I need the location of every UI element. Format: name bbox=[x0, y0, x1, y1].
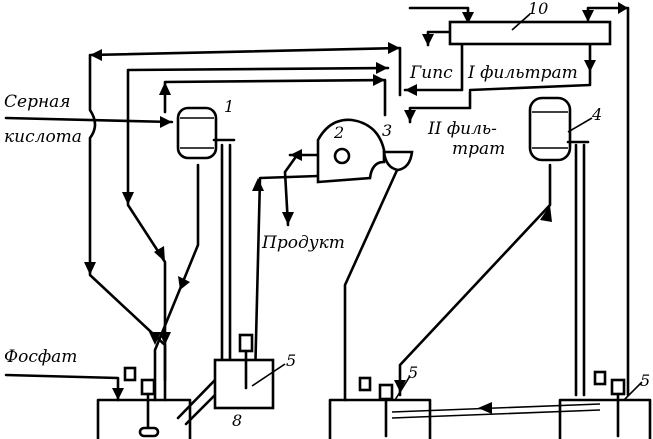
tank-middle bbox=[328, 398, 432, 439]
valve-middle bbox=[358, 376, 372, 392]
arrow-right-return bbox=[582, 10, 594, 22]
tank-8-body bbox=[213, 358, 275, 410]
centrifuge-2 bbox=[316, 118, 386, 184]
filtrate-2-label-2: трат bbox=[452, 139, 505, 159]
arrow-product bbox=[282, 212, 294, 225]
arrow-filter-feed bbox=[462, 12, 474, 24]
product-label: Продукт bbox=[261, 233, 345, 253]
reactor-4-body bbox=[528, 96, 572, 162]
reactor-4-side-pipe bbox=[574, 143, 586, 397]
number-10: 10 bbox=[528, 0, 548, 18]
arrow-inner-right bbox=[376, 62, 388, 74]
tank-right bbox=[558, 398, 652, 439]
arrow-outer-down bbox=[84, 262, 96, 275]
filter-10 bbox=[448, 20, 612, 46]
tank-left bbox=[96, 398, 192, 439]
reactor-1-outlet-line bbox=[153, 163, 200, 402]
leader-lines bbox=[251, 13, 643, 401]
text-labels: Серная кислота Фосфат Гипс I фильтрат II… bbox=[4, 63, 578, 367]
reactor-1-side-pipe bbox=[220, 143, 232, 367]
arrow-right-tank bbox=[394, 380, 406, 392]
filtrate-2-label-1: II филь- bbox=[427, 119, 497, 139]
arrow-reactor-1-top bbox=[159, 82, 171, 95]
inner-loop-line bbox=[126, 66, 390, 382]
arrow-filter-drop bbox=[422, 34, 434, 46]
belt-filter bbox=[448, 20, 612, 46]
bottom-transfer-pipe bbox=[391, 403, 601, 419]
arrow-outer-right bbox=[388, 42, 400, 54]
product-line bbox=[283, 156, 297, 227]
arrow-centrifuge-up bbox=[252, 178, 264, 191]
arrow-inner-diag bbox=[154, 246, 165, 262]
arrow-return-top bbox=[618, 2, 628, 14]
pump-right-head bbox=[610, 378, 626, 396]
arrow-branch-right bbox=[159, 332, 171, 345]
number-5-a: 5 bbox=[286, 351, 296, 370]
arrow-outer-left-top bbox=[90, 49, 102, 61]
flow-lines-left bbox=[4, 46, 402, 426]
number-5-c: 5 bbox=[640, 371, 650, 390]
pump-left-head bbox=[140, 378, 156, 396]
valve-right bbox=[593, 370, 607, 386]
tank-8 bbox=[213, 358, 275, 410]
valve-left bbox=[123, 366, 137, 382]
filtrate-1-line bbox=[468, 43, 592, 92]
right-return-line bbox=[586, 6, 630, 397]
arrow-reactor-1-diag bbox=[178, 276, 190, 290]
pump-middle-head bbox=[378, 383, 394, 401]
arrow-transfer-left bbox=[478, 402, 492, 414]
reactor-1 bbox=[176, 106, 236, 160]
number-4: 4 bbox=[591, 105, 602, 124]
filter-feed-line bbox=[408, 6, 470, 24]
arrow-branch-left bbox=[149, 332, 161, 345]
centrifuge-body bbox=[316, 118, 386, 184]
sulfuric-acid-label-1: Серная bbox=[4, 92, 71, 112]
arrow-feed-right bbox=[373, 74, 385, 86]
centrifuge-hub bbox=[333, 147, 351, 165]
phosphate-line bbox=[4, 373, 120, 402]
number-3: 3 bbox=[382, 121, 392, 140]
arrow-reactor-4-top bbox=[540, 205, 552, 222]
gypsum-label: Гипс bbox=[409, 63, 453, 83]
reactor-1-body bbox=[176, 106, 218, 160]
arrow-centrifuge-arm bbox=[290, 149, 302, 161]
arrowheads bbox=[84, 2, 628, 414]
pump-8-head bbox=[238, 333, 254, 353]
filtrate-2-line bbox=[408, 90, 472, 124]
reactor-4-outlet-line bbox=[398, 163, 552, 397]
arrow-phosphate bbox=[112, 388, 124, 400]
phosphate-label: Фосфат bbox=[4, 347, 77, 367]
separator-3 bbox=[382, 150, 414, 172]
number-1: 1 bbox=[224, 97, 234, 116]
reactor-4 bbox=[528, 96, 590, 162]
number-8: 8 bbox=[232, 411, 242, 430]
number-2: 2 bbox=[333, 123, 344, 142]
equipment-numbers: 1 2 3 4 5 5 5 8 10 bbox=[224, 0, 650, 430]
filtrate-1-label: I фильтрат bbox=[467, 63, 578, 83]
pumps bbox=[123, 333, 626, 438]
number-5-b: 5 bbox=[408, 363, 418, 382]
arrow-filtrate-1 bbox=[584, 60, 596, 72]
separator-outlet-line bbox=[343, 166, 400, 402]
reactor-1-feed-line bbox=[163, 78, 387, 117]
arrow-sulfuric-acid bbox=[160, 116, 172, 128]
centrifuge-feed-line bbox=[253, 174, 320, 382]
sulfuric-acid-line bbox=[4, 116, 174, 124]
bottom-tanks bbox=[96, 398, 652, 439]
arrow-filtrate-2 bbox=[404, 110, 416, 122]
separator-bowl bbox=[382, 150, 414, 172]
arrow-gypsum bbox=[405, 84, 417, 96]
arrow-inner-down bbox=[122, 192, 134, 205]
gypsum-line bbox=[403, 43, 464, 92]
sulfuric-acid-label-2: кислота bbox=[4, 127, 82, 147]
